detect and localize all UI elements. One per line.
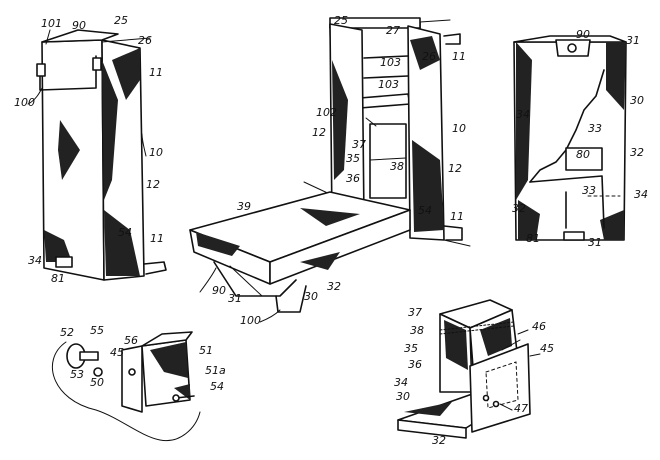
label-bed-37: 37 bbox=[352, 138, 366, 151]
label-bed-100: 100 bbox=[240, 314, 261, 327]
label-bed-38: 38 bbox=[390, 160, 404, 173]
label-bed-36: 36 bbox=[346, 172, 360, 185]
label-bed-103a: 103 bbox=[380, 56, 401, 69]
label-frame-47: 47 bbox=[514, 402, 528, 415]
label-right-32a: 32 bbox=[630, 146, 644, 159]
label-bed-103b: 103 bbox=[378, 78, 399, 91]
label-frame-38: 38 bbox=[410, 324, 424, 337]
label-left-100: 100 bbox=[14, 96, 35, 109]
label-right-80: 80 bbox=[576, 148, 590, 161]
label-right-81: 81 bbox=[526, 232, 540, 245]
label-bed-31: 31 bbox=[228, 292, 242, 305]
label-frame-45: 45 bbox=[540, 342, 554, 355]
label-bed-11b: 11 bbox=[450, 210, 464, 223]
label-left-90: 90 bbox=[72, 19, 86, 32]
label-right-32b: 32 bbox=[512, 202, 526, 215]
label-left-11: 11 bbox=[149, 66, 163, 79]
label-right-31b: 31 bbox=[588, 236, 602, 249]
label-frame-30: 30 bbox=[396, 390, 410, 403]
label-hinge-45: 45 bbox=[110, 346, 124, 359]
reference-labels: 101 90 25 26 11 100 10 12 54 34 81 11 25… bbox=[14, 14, 648, 447]
left-cabinet-figure bbox=[36, 29, 167, 281]
label-right-34a: 34 bbox=[516, 108, 530, 121]
label-frame-46: 46 bbox=[532, 320, 546, 333]
label-hinge-54: 54 bbox=[210, 380, 224, 393]
label-hinge-50: 50 bbox=[90, 376, 104, 389]
label-bed-35: 35 bbox=[346, 152, 360, 165]
label-left-11b: 11 bbox=[150, 232, 164, 245]
label-frame-35: 35 bbox=[404, 342, 418, 355]
label-right-90: 90 bbox=[576, 28, 590, 41]
label-bed-90: 90 bbox=[212, 284, 226, 297]
label-hinge-53: 53 bbox=[70, 368, 84, 381]
label-frame-34: 34 bbox=[394, 376, 408, 389]
label-bed-27: 27 bbox=[386, 24, 400, 37]
label-bed-30: 30 bbox=[304, 290, 318, 303]
label-hinge-52: 52 bbox=[60, 326, 74, 339]
label-frame-36: 36 bbox=[408, 358, 422, 371]
label-left-54: 54 bbox=[118, 226, 132, 239]
hinge-detail-figure bbox=[51, 331, 201, 442]
label-right-30: 30 bbox=[630, 94, 644, 107]
label-bed-102: 102 bbox=[316, 106, 337, 119]
label-bed-39: 39 bbox=[237, 200, 251, 213]
label-bed-54: 54 bbox=[418, 204, 432, 217]
label-bed-12a: 12 bbox=[312, 126, 326, 139]
label-frame-37: 37 bbox=[408, 306, 422, 319]
label-bed-11: 11 bbox=[452, 50, 466, 63]
label-left-26: 26 bbox=[138, 34, 152, 47]
label-left-81: 81 bbox=[51, 272, 65, 285]
label-left-12: 12 bbox=[146, 178, 160, 191]
label-bed-32: 32 bbox=[327, 280, 341, 293]
label-bed-26: 26 bbox=[422, 50, 436, 63]
label-left-10: 10 bbox=[149, 146, 163, 159]
label-bed-25: 25 bbox=[334, 14, 348, 27]
label-bed-12b: 12 bbox=[448, 162, 462, 175]
leader-lines bbox=[27, 29, 541, 411]
label-left-25: 25 bbox=[114, 14, 128, 27]
right-cabinet-figure bbox=[513, 35, 627, 241]
label-hinge-51a: 51a bbox=[205, 364, 226, 377]
open-bed-figure bbox=[189, 17, 471, 313]
label-left-101: 101 bbox=[41, 17, 62, 30]
label-right-34b: 34 bbox=[634, 188, 648, 201]
label-left-34: 34 bbox=[28, 254, 42, 267]
frame-detail-figure bbox=[397, 299, 531, 439]
label-bed-10: 10 bbox=[452, 122, 466, 135]
label-hinge-56: 56 bbox=[124, 334, 138, 347]
label-hinge-51: 51 bbox=[199, 344, 213, 357]
label-right-31: 31 bbox=[626, 34, 640, 47]
label-hinge-55: 55 bbox=[90, 324, 104, 337]
label-right-33b: 33 bbox=[582, 184, 596, 197]
label-frame-32: 32 bbox=[432, 434, 446, 447]
label-right-33a: 33 bbox=[588, 122, 602, 135]
